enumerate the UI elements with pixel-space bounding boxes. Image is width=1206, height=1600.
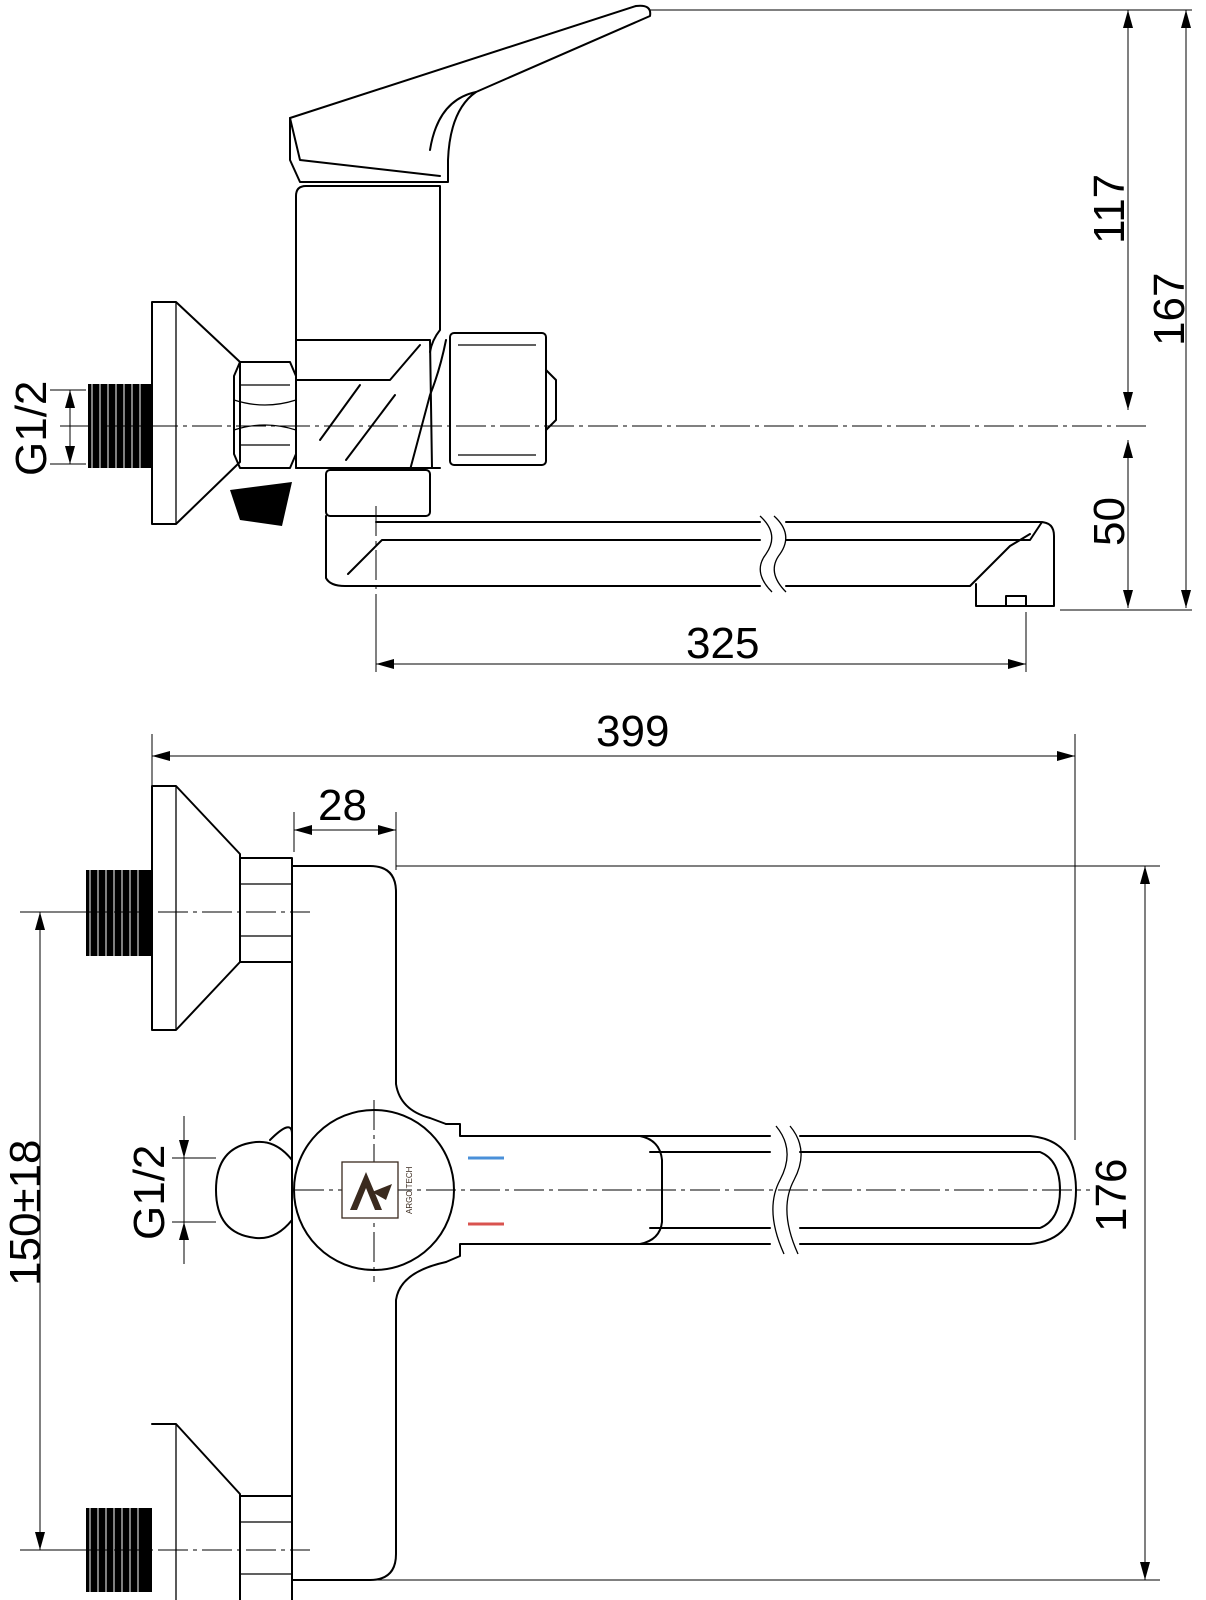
side-lever-handle <box>289 4 652 183</box>
side-hex-nut <box>233 361 297 469</box>
front-dimension-lines <box>20 734 1160 1581</box>
side-diverter-cap <box>449 332 557 466</box>
brand-logo-text: ARGO TECH <box>405 1166 414 1214</box>
side-wall-flange <box>151 301 241 525</box>
side-spout-swivel <box>325 469 431 587</box>
front-view: ARGO TECH 399 28 150±18 G1/2 176 <box>1 707 1160 1600</box>
side-dimension-lines <box>50 9 1192 672</box>
front-lower-flange <box>70 1423 310 1600</box>
front-upper-flange <box>70 785 310 1031</box>
dim-399-label: 399 <box>596 707 669 756</box>
dim-117-label: 117 <box>1085 174 1134 244</box>
dim-28-label: 28 <box>318 781 367 830</box>
front-side-outlet <box>215 1140 293 1240</box>
dim-50-label: 50 <box>1085 497 1134 546</box>
dim-167-label: 167 <box>1145 273 1194 346</box>
dim-176-label: 176 <box>1087 1159 1136 1232</box>
dim-325-label: 325 <box>686 619 759 668</box>
brand-logo: ARGO TECH <box>341 1161 414 1219</box>
dim-150-label: 150±18 <box>1 1139 50 1286</box>
side-body <box>295 185 447 471</box>
dim-thread-front-label: G1/2 <box>125 1145 174 1240</box>
side-spout <box>347 515 1055 607</box>
front-body <box>269 865 447 1581</box>
dim-thread-top-label: G1/2 <box>7 381 56 476</box>
side-view: 117 167 50 325 G1/2 <box>7 4 1194 672</box>
